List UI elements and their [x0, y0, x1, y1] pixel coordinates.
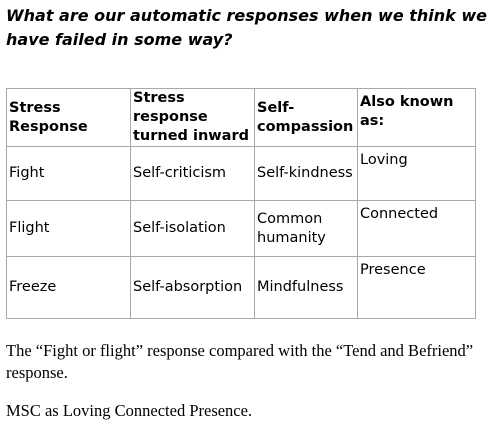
- table-cell: Common humanity: [254, 200, 358, 257]
- table-cell: Self-absorption: [130, 256, 255, 319]
- table-cell: Presence: [357, 256, 476, 319]
- header-turned-inward: Stress response turned inward: [130, 88, 255, 147]
- paragraph-fight-or-flight: The “Fight or flight” response compared …: [6, 341, 474, 382]
- table-header-row: Stress Response Stress response turned i…: [6, 88, 476, 147]
- table-cell: Self-isolation: [130, 200, 255, 257]
- page-heading: What are our automatic responses when we…: [6, 6, 488, 49]
- stress-response-table: Stress Response Stress response turned i…: [6, 88, 476, 319]
- table-cell: Freeze: [6, 256, 131, 319]
- table-cell: Connected: [357, 200, 476, 257]
- table-row: Freeze Self-absorption Mindfulness Prese…: [6, 256, 476, 319]
- header-stress-response: Stress Response: [6, 88, 131, 147]
- header-self-compassion: Self-compassion: [254, 88, 358, 147]
- table-row: Flight Self-isolation Common humanity Co…: [6, 200, 476, 257]
- table-row: Fight Self-criticism Self-kindness Lovin…: [6, 146, 476, 201]
- table-cell: Self-kindness: [254, 146, 358, 201]
- table-cell: Flight: [6, 200, 131, 257]
- table-cell: Self-criticism: [130, 146, 255, 201]
- paragraph-msc: MSC as Loving Connected Presence.: [6, 401, 253, 420]
- table-cell: Fight: [6, 146, 131, 201]
- table-cell: Mindfulness: [254, 256, 358, 319]
- header-also-known-as: Also known as:: [357, 88, 476, 147]
- table-cell: Loving: [357, 146, 476, 201]
